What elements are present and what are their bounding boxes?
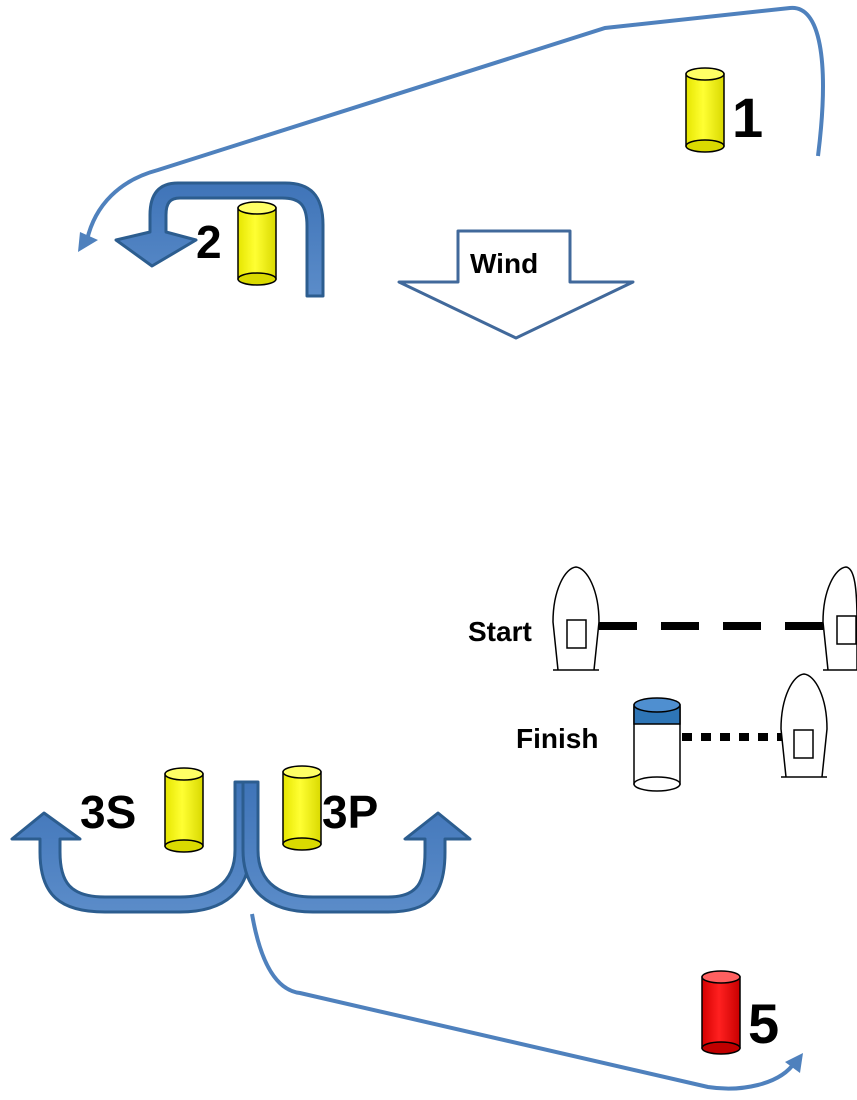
rounding-arrow-mark-2 [114, 181, 325, 298]
course-line-leg-1 [85, 5, 825, 241]
committee-boat-icon [552, 566, 600, 671]
yellow-buoy-icon [237, 201, 277, 286]
start-label: Start [468, 616, 532, 647]
course-line-leg-2 [250, 913, 797, 1091]
mark-5-label: 5 [748, 992, 779, 1055]
yellow-buoy-icon [282, 765, 322, 851]
gate-arrow-3p [241, 780, 472, 914]
mark-3s-label: 3S [80, 786, 136, 838]
committee-boat-icon [822, 566, 857, 671]
mark-1-label: 1 [732, 86, 763, 149]
gate-arrow-3s [10, 780, 252, 914]
red-buoy-icon [701, 970, 741, 1055]
wind-arrow-icon [397, 229, 635, 340]
finish-buoy-icon [633, 697, 681, 792]
yellow-buoy-icon [164, 767, 204, 853]
course-arrowhead-icon [78, 232, 98, 252]
course-arrowhead-icon [785, 1053, 803, 1073]
finish-label: Finish [516, 723, 598, 754]
committee-boat-icon [780, 673, 828, 778]
yellow-buoy-icon [685, 67, 725, 153]
mark-3p-label: 3P [322, 786, 378, 838]
wind-label: Wind [470, 248, 538, 279]
mark-2-label: 2 [196, 216, 222, 268]
